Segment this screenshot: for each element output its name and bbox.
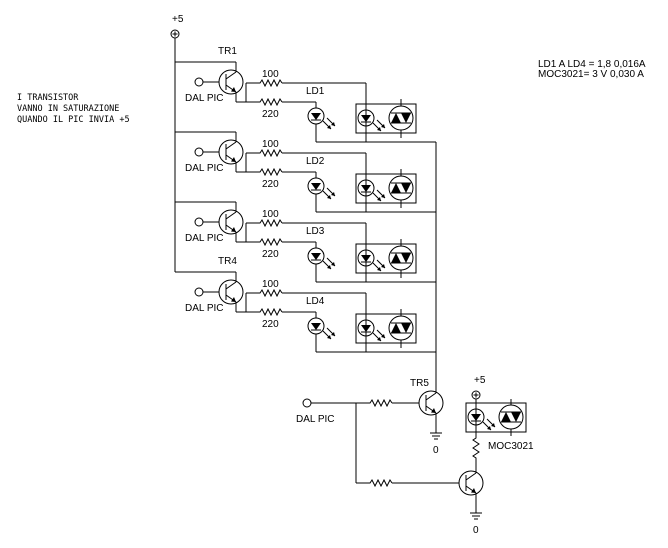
input-label: DAL PIC xyxy=(185,163,224,174)
spec-line-2: MOC3021= 3 V 0,030 A xyxy=(538,69,644,80)
optocoupler-box xyxy=(355,173,417,204)
moc-supply-label: +5 xyxy=(474,375,486,386)
resistor-220 xyxy=(257,308,283,316)
opto-triac-icon xyxy=(388,315,414,341)
input-label: DAL PIC xyxy=(185,93,224,104)
transistor-label: TR1 xyxy=(218,46,237,57)
channel-row-3: DAL PIC 100 220 LD3 xyxy=(175,201,436,283)
input-label: DAL PIC xyxy=(185,303,224,314)
tr5-label: TR5 xyxy=(410,378,429,389)
moc-label: MOC3021 xyxy=(488,441,534,452)
resistor-opto-series xyxy=(472,432,480,473)
led-label: LD3 xyxy=(306,226,325,237)
opto-triac-icon xyxy=(388,175,414,201)
opto-led-icon xyxy=(357,249,386,272)
input-terminal xyxy=(194,287,204,297)
ground-label-1: 0 xyxy=(433,445,439,456)
resistor-220 xyxy=(257,98,283,106)
transistor-icon xyxy=(218,279,244,305)
transistor-icon xyxy=(218,139,244,165)
supply-label: +5 xyxy=(172,14,184,25)
resistor-bottom-value: 220 xyxy=(262,319,279,330)
input-terminal xyxy=(194,77,204,87)
input-terminal xyxy=(194,217,204,227)
led-icon xyxy=(307,107,336,130)
resistor-220 xyxy=(257,168,283,176)
opto-led-icon xyxy=(467,408,496,431)
led-label: LD1 xyxy=(306,86,325,97)
led-icon xyxy=(307,177,336,200)
opto-triac-icon xyxy=(388,105,414,131)
opto-led-icon xyxy=(357,319,386,342)
resistor-top-value: 100 xyxy=(262,139,279,150)
resistor-100 xyxy=(257,219,283,227)
resistor-bottom-value: 220 xyxy=(262,179,279,190)
resistor-top-value: 100 xyxy=(262,279,279,290)
resistor-100 xyxy=(257,289,283,297)
resistor-top-value: 100 xyxy=(262,209,279,220)
transistor-label: TR4 xyxy=(218,256,237,267)
resistor-tr5-base xyxy=(367,399,393,407)
led-icon xyxy=(307,247,336,270)
note-line-2: VANNO IN SATURAZIONE xyxy=(17,104,119,114)
resistor-top-value: 100 xyxy=(262,69,279,80)
driver-transistor-icon xyxy=(458,470,484,496)
transistor-icon xyxy=(218,69,244,95)
moc3021-optocoupler xyxy=(465,402,527,433)
channel-row-2: DAL PIC 100 220 LD2 xyxy=(175,131,436,213)
resistor-220 xyxy=(257,238,283,246)
ground-label-2: 0 xyxy=(473,525,479,536)
opto-triac-icon xyxy=(498,404,524,430)
spec-line-1: LD1 A LD4 = 1,8 0,016A xyxy=(538,59,646,70)
input-terminal xyxy=(194,147,204,157)
resistor-100 xyxy=(257,149,283,157)
resistor-q6-base xyxy=(367,479,393,487)
optocoupler-box xyxy=(355,103,417,134)
ground-icon xyxy=(429,432,443,440)
optocoupler-box xyxy=(355,243,417,274)
opto-led-icon xyxy=(357,109,386,132)
supply-terminal-icon xyxy=(170,29,180,39)
led-icon xyxy=(307,317,336,340)
note-line-3: QUANDO IL PIC INVIA +5 xyxy=(17,115,130,125)
transistor-icon xyxy=(218,209,244,235)
tr5-transistor-icon xyxy=(418,390,444,416)
resistor-bottom-value: 220 xyxy=(262,109,279,120)
opto-triac-icon xyxy=(388,245,414,271)
opto-led-icon xyxy=(357,179,386,202)
ground-icon xyxy=(469,512,483,520)
input-terminal-tr5 xyxy=(302,398,312,408)
led-label: LD2 xyxy=(306,156,325,167)
moc-supply-terminal-icon xyxy=(471,390,481,400)
tr5-input-label: DAL PIC xyxy=(296,414,335,425)
led-label: LD4 xyxy=(306,296,325,307)
resistor-bottom-value: 220 xyxy=(262,249,279,260)
resistor-100 xyxy=(257,79,283,87)
note-line-1: I TRANSISTOR xyxy=(17,93,79,103)
optocoupler-box xyxy=(355,313,417,344)
input-label: DAL PIC xyxy=(185,233,224,244)
output-stage: TR5 0 DAL PIC 0 +5 MOC3021 xyxy=(296,375,534,536)
